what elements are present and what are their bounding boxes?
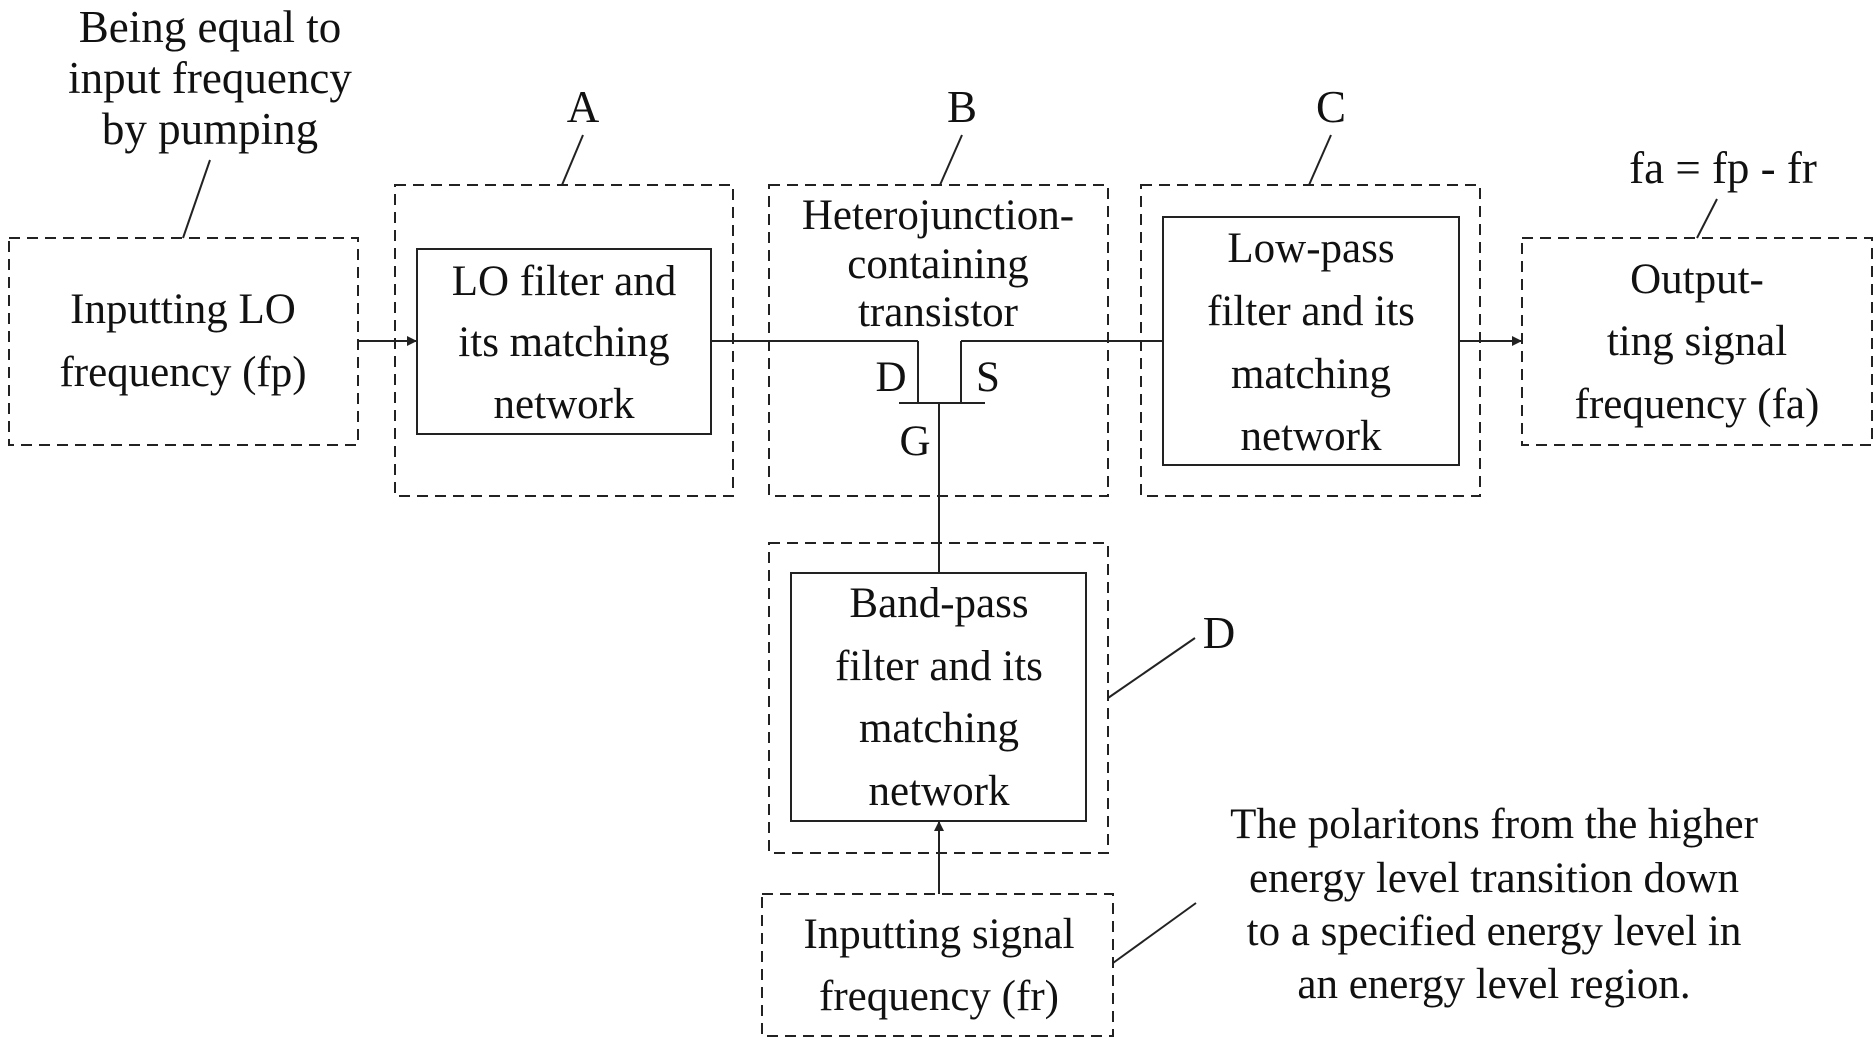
- label-b: B: [947, 82, 977, 132]
- pumping-annotation: Being equal to input frequency by pumpin…: [68, 2, 352, 238]
- label-c: C: [1316, 82, 1346, 132]
- label-a-leader: [562, 135, 583, 185]
- signal-input-line-2: frequency (fr): [819, 973, 1059, 1020]
- low-pass-line-1: Low-pass: [1227, 225, 1394, 272]
- low-pass-line-4: network: [1241, 413, 1382, 460]
- transistor-symbol: [899, 341, 985, 403]
- signal-input-line-1: Inputting signal: [803, 911, 1074, 958]
- label-d: D: [1203, 608, 1236, 658]
- band-pass-line-4: network: [869, 768, 1010, 815]
- signal-input-block: Inputting signal frequency (fr): [762, 894, 1113, 1036]
- polaritons-line-4: an energy level region.: [1297, 961, 1690, 1008]
- pumping-line-1: Being equal to: [79, 2, 341, 52]
- block-d: Band-pass filter and its matching networ…: [769, 543, 1235, 853]
- pumping-line-3: by pumping: [102, 104, 318, 154]
- fa-equation: fa = fp - fr: [1629, 143, 1817, 193]
- lo-input-line-2: frequency (fp): [59, 349, 306, 396]
- transistor-line-2: containing: [847, 241, 1029, 288]
- band-pass-line-2: filter and its: [835, 643, 1043, 690]
- terminal-s: S: [976, 354, 1000, 401]
- polaritons-line-3: to a specified energy level in: [1247, 908, 1742, 955]
- lo-input-line-1: Inputting LO: [70, 286, 296, 333]
- fa-leader-line: [1697, 199, 1717, 238]
- label-c-leader: [1309, 135, 1331, 185]
- label-d-leader: [1108, 638, 1195, 698]
- pumping-line-2: input frequency: [68, 53, 352, 103]
- label-b-leader: [940, 135, 962, 185]
- block-a: A LO filter and its matching network: [395, 82, 733, 496]
- band-pass-line-3: matching: [859, 705, 1019, 752]
- polaritons-annotation: The polaritons from the higher energy le…: [1113, 801, 1758, 1008]
- pumping-leader-line: [183, 160, 210, 238]
- band-pass-line-1: Band-pass: [849, 580, 1028, 627]
- lo-input-block: Inputting LO frequency (fp): [9, 238, 358, 445]
- lo-filter-line-3: network: [494, 381, 635, 428]
- label-a: A: [567, 82, 600, 132]
- output-line-2: ting signal: [1607, 318, 1787, 365]
- lo-filter-line-1: LO filter and: [452, 258, 676, 305]
- output-line-3: frequency (fa): [1575, 381, 1820, 428]
- terminal-d: D: [875, 354, 906, 401]
- lo-input-box: [9, 238, 358, 445]
- fa-annotation: fa = fp - fr: [1629, 143, 1817, 238]
- block-c: C Low-pass filter and its matching netwo…: [1141, 82, 1480, 496]
- output-line-1: Output-: [1630, 256, 1764, 303]
- lo-filter-line-2: its matching: [458, 319, 669, 366]
- polaritons-line-1: The polaritons from the higher: [1230, 801, 1758, 848]
- transistor-line-3: transistor: [858, 289, 1018, 336]
- polaritons-line-2: energy level transition down: [1249, 855, 1739, 902]
- transistor-line-1: Heterojunction-: [802, 192, 1074, 239]
- low-pass-line-2: filter and its: [1207, 288, 1415, 335]
- polaritons-leader-line: [1113, 903, 1196, 963]
- terminal-g: G: [899, 418, 930, 465]
- low-pass-line-3: matching: [1231, 351, 1391, 398]
- output-block: Output- ting signal frequency (fa): [1522, 238, 1872, 445]
